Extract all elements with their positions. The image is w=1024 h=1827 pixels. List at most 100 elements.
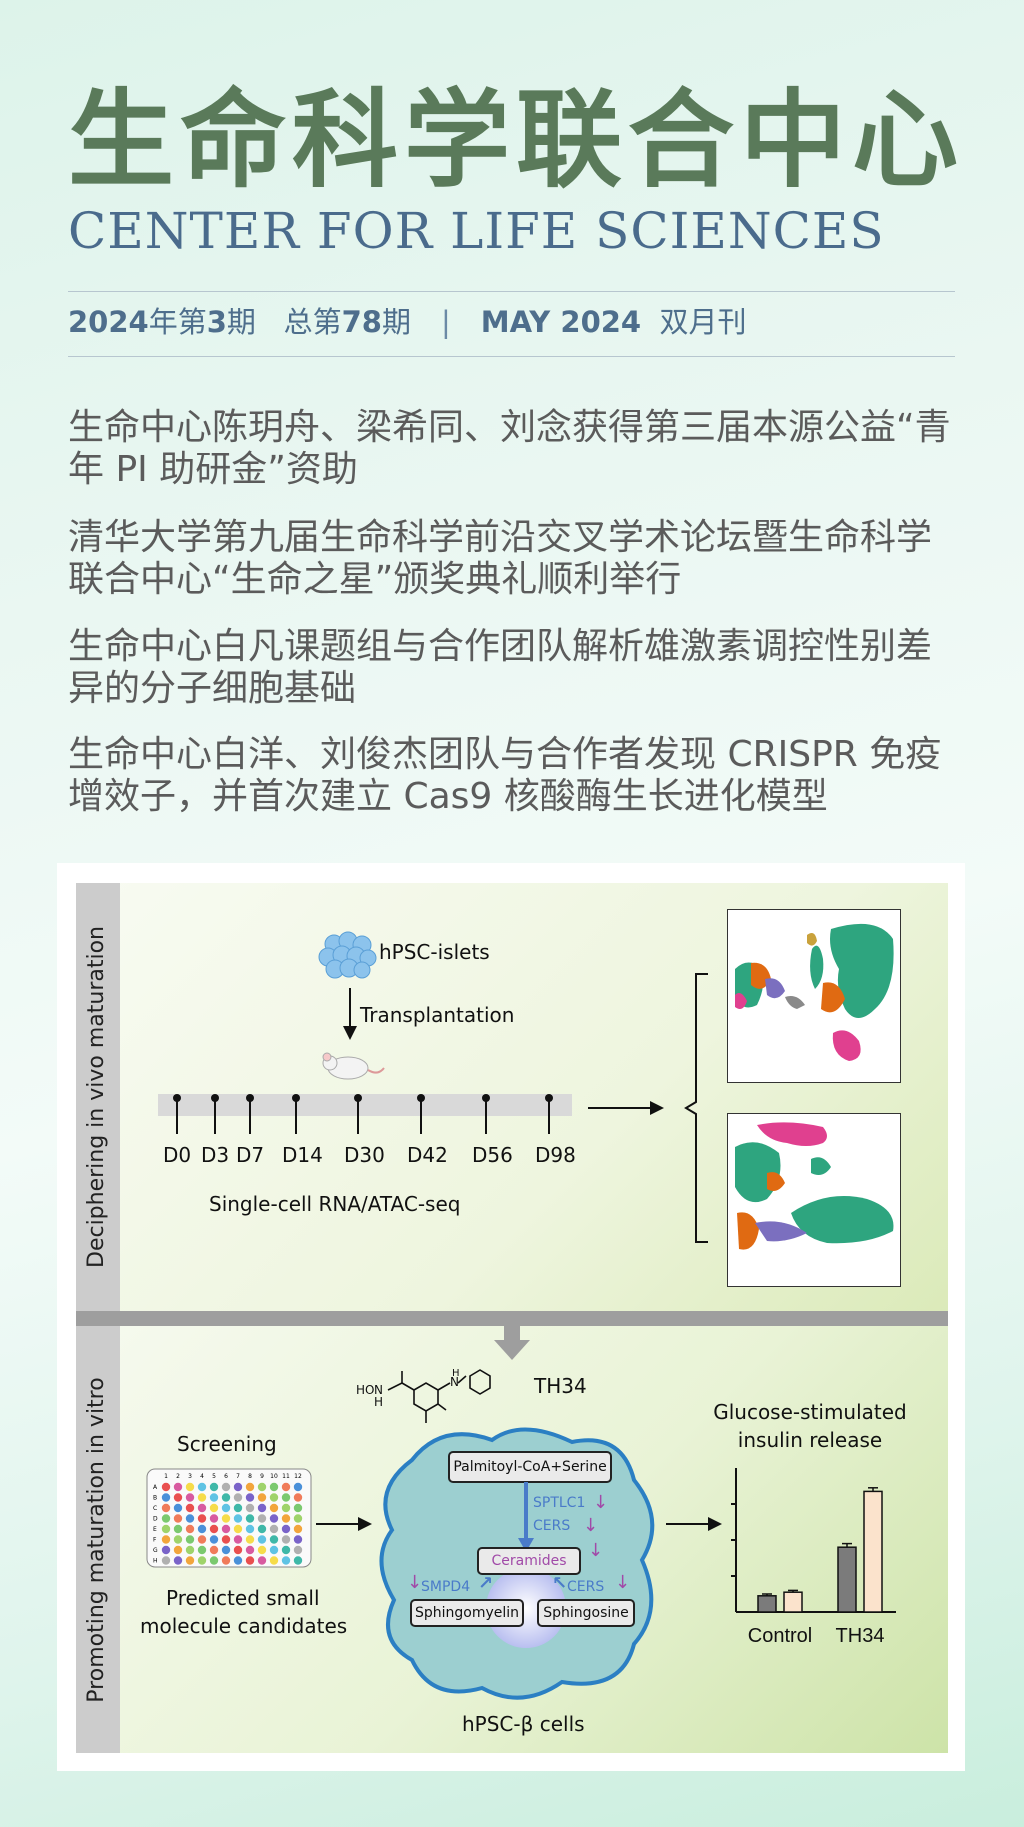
headline-3[interactable]: 生命中心白凡课题组与合作团队解析雄激素调控性别差异的分子细胞基础	[68, 626, 933, 709]
plate-well	[245, 1535, 255, 1544]
plate-col-label: 2	[176, 1473, 180, 1480]
header-rule-bottom	[68, 356, 955, 357]
plate-well	[257, 1535, 267, 1544]
down-arrow-purple-5-icon: ↓	[615, 1572, 631, 1593]
plate-well	[293, 1514, 303, 1523]
plate-row-label: A	[153, 1484, 158, 1491]
plate-well	[233, 1514, 243, 1523]
cell-label: hPSC-β cells	[462, 1712, 585, 1736]
issue-line: 2024年第3期 总第78期|MAY 2024 双月刊	[68, 308, 747, 337]
bar	[757, 1595, 777, 1613]
plate-well	[173, 1556, 183, 1565]
pathway-hub-box: Ceramides	[477, 1547, 581, 1575]
islet-cluster-icon	[318, 931, 377, 979]
bar	[837, 1546, 857, 1613]
issue-frequency: 双月刊	[659, 305, 747, 339]
right-arrow-icon	[588, 1101, 664, 1115]
transplant-arrow-icon	[343, 988, 357, 1040]
plate-well	[281, 1514, 291, 1523]
th34-structure-icon: HO N H N H	[356, 1368, 491, 1423]
plate-row-label: B	[153, 1495, 157, 1502]
plate-well	[197, 1482, 207, 1492]
plate-well	[245, 1493, 255, 1502]
islets-label: hPSC-islets	[379, 940, 490, 964]
mouse-icon	[322, 1052, 385, 1080]
plate-well	[209, 1514, 219, 1523]
plate-well	[221, 1524, 231, 1534]
timeline-dot	[545, 1094, 553, 1102]
issue-number: 3	[206, 305, 227, 339]
plate-well	[161, 1556, 171, 1565]
plate-well	[185, 1493, 195, 1502]
up-arrow-blue-right-icon: ↖	[552, 1573, 568, 1594]
plate-well	[185, 1545, 195, 1555]
down-arrow-icon	[494, 1326, 530, 1360]
plate-well	[233, 1493, 243, 1502]
plate-col-label: 9	[260, 1473, 264, 1480]
side-bar-top	[76, 883, 120, 1311]
plate-well	[185, 1482, 195, 1492]
side-bar-bottom	[76, 1326, 120, 1753]
plate-well	[197, 1503, 207, 1513]
headline-2[interactable]: 清华大学第九届生命科学前沿交叉学术论坛暨生命科学联合中心“生命之星”颁奖典礼顺利…	[68, 517, 933, 600]
pathway-source-box: Palmitoyl-CoA+Serine	[448, 1451, 612, 1483]
plate-well	[269, 1556, 279, 1565]
plate-well	[293, 1482, 303, 1492]
plate-col-label: 4	[200, 1473, 204, 1480]
headline-4[interactable]: 生命中心白洋、刘俊杰团队与合作者发现 CRISPR 免疫增效子，并首次建立 Ca…	[68, 734, 942, 817]
plate-well	[257, 1545, 267, 1555]
plate-well	[245, 1556, 255, 1565]
timeline-dot	[417, 1094, 425, 1102]
chem-n-label: N	[374, 1383, 383, 1397]
plate-col-label: 11	[282, 1473, 290, 1480]
plate-well	[257, 1482, 267, 1492]
plate-well	[221, 1493, 231, 1502]
plate-well	[161, 1482, 171, 1492]
x-category-label: Control	[748, 1625, 812, 1647]
pathway-arrow-blue-1	[518, 1482, 534, 1552]
plate-well	[257, 1514, 267, 1523]
plate-col-label: 8	[248, 1473, 252, 1480]
headline-1[interactable]: 生命中心陈玥舟、梁希同、刘念获得第三届本源公益“青年 PI 助研金”资助	[68, 407, 951, 490]
plate-well	[293, 1556, 303, 1565]
plate-well	[209, 1503, 219, 1513]
plate-well	[269, 1545, 279, 1555]
plate-well	[185, 1556, 195, 1565]
plate-well	[257, 1524, 267, 1534]
pathway-right-product-box: Sphingosine	[537, 1599, 635, 1627]
plate-well	[161, 1535, 171, 1544]
issue-total-number: 78	[341, 305, 382, 339]
timeline-label: D98	[535, 1143, 576, 1167]
plate-well	[209, 1556, 219, 1565]
plate-well	[161, 1545, 171, 1555]
timeline-dot	[173, 1094, 181, 1102]
plate-well	[173, 1493, 183, 1502]
plate-well	[233, 1556, 243, 1565]
down-arrow-purple-2-icon: ↓	[583, 1515, 599, 1536]
plate-well	[221, 1556, 231, 1565]
plate-row-label: H	[153, 1558, 158, 1565]
plate-well	[293, 1493, 303, 1502]
transplant-label: Transplantation	[360, 1003, 515, 1027]
timeline-tick	[214, 1096, 216, 1134]
plate-well	[245, 1482, 255, 1492]
plate-well	[293, 1503, 303, 1513]
plate-well	[269, 1514, 279, 1523]
enzyme-cers-1: CERS	[533, 1518, 571, 1534]
plate-well	[233, 1545, 243, 1555]
down-arrow-purple-4-icon: ↓	[407, 1572, 423, 1593]
plate-well	[221, 1535, 231, 1544]
plate-well	[245, 1545, 255, 1555]
plate-well	[209, 1524, 219, 1534]
plate-col-label: 5	[212, 1473, 216, 1480]
timeline-tick	[249, 1096, 251, 1134]
timeline-tick	[357, 1096, 359, 1134]
plate-row-label: E	[153, 1526, 157, 1533]
timeline-tick	[485, 1096, 487, 1134]
candidates-label-line2: molecule candidates	[140, 1614, 348, 1638]
plate-well	[281, 1503, 291, 1513]
issue-total-prefix: 总第	[283, 305, 342, 339]
plate-well	[209, 1545, 219, 1555]
